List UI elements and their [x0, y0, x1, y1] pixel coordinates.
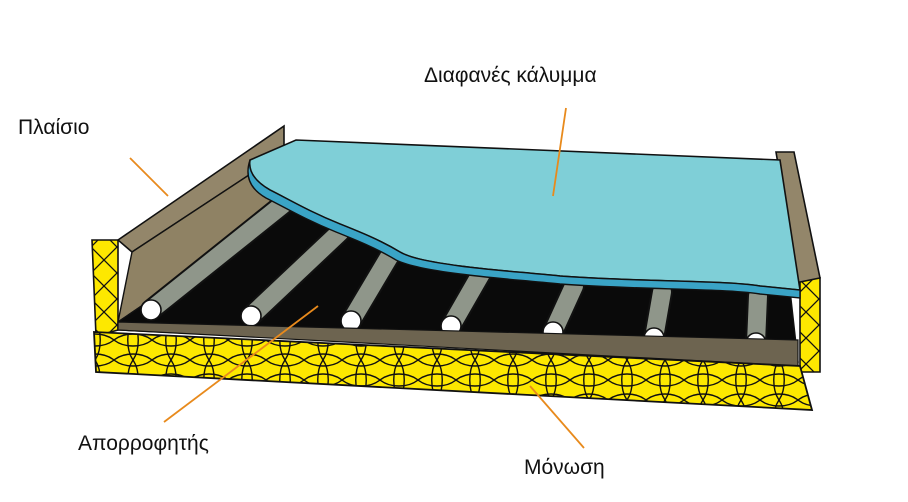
leader-line-absorber: [163, 305, 319, 423]
tube: [342, 243, 401, 330]
label-insulation: Μόνωση: [524, 456, 605, 479]
label-transparent-cover: Διαφανές κάλυμμα: [424, 64, 597, 87]
tube-end: [140, 299, 162, 321]
tube: [142, 193, 295, 319]
tube-end: [240, 305, 262, 327]
label-frame: Πλαίσιο: [18, 116, 90, 139]
transparent-cover-edge: [247, 159, 801, 299]
label-absorber: Απορροφητής: [78, 432, 209, 455]
leader-line-frame: [129, 157, 169, 197]
frame-left-side: [91, 239, 119, 338]
leader-line-insulation: [529, 385, 585, 449]
leader-line-cover: [552, 107, 567, 197]
tube: [242, 223, 349, 325]
absorber-tubes: [140, 191, 769, 354]
frame-right-side: [799, 277, 821, 373]
insulation-layer: [93, 331, 814, 411]
